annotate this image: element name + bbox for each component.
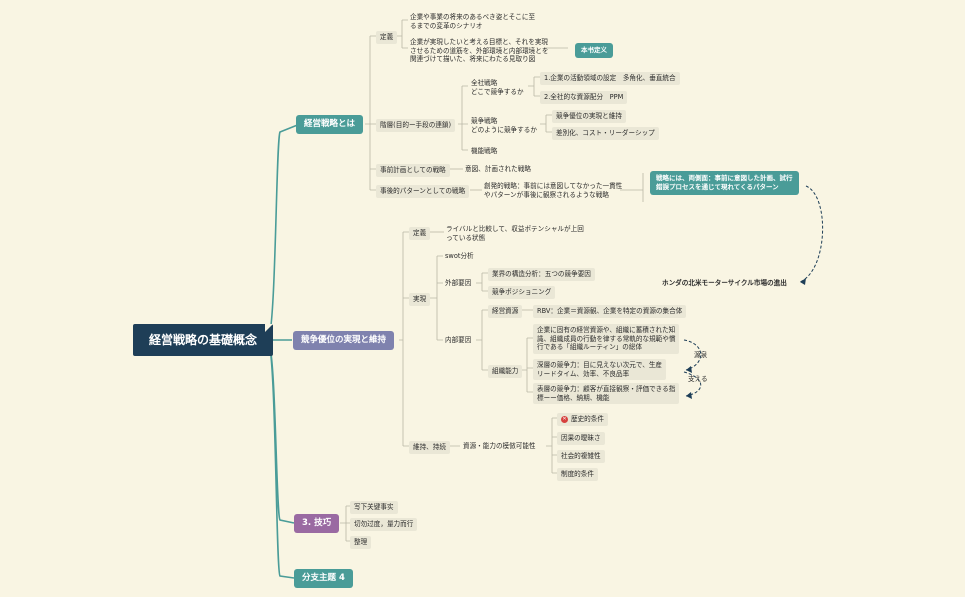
t1-corporate-2[interactable]: 2.全社的な資源配分 PPM (540, 91, 628, 104)
t2-internal-factors[interactable]: 内部要因 (445, 336, 472, 344)
t1-competitive-2[interactable]: 差別化、コスト・リーダーシップ (552, 127, 659, 140)
t2-condition-4[interactable]: 制度的条件 (557, 468, 598, 481)
t2-resources-1[interactable]: RBV：企業＝資源観、企業を特定の資源の集合体 (533, 305, 687, 318)
t2-external-2[interactable]: 競争ポジショニング (488, 286, 556, 299)
t2-condition-1[interactable]: ✕歴史的条件 (557, 413, 608, 426)
topic-techniques-title: 3. 技巧 (302, 518, 332, 528)
close-icon: ✕ (561, 415, 568, 423)
t2-capabilities-3[interactable]: 表層の競争力：顧客が直接観察・評価できる指 標ーー価格、納期、機能 (533, 383, 680, 405)
t1-hierarchy[interactable]: 階層(目的ー手段の連鎖) (376, 119, 456, 132)
t2-imitability[interactable]: 資源・能力の模倣可能性 (463, 442, 536, 450)
t2-condition-1-label: 歴史的条件 (571, 415, 604, 423)
t1-pattern-desc[interactable]: 創発的戦略：事前には意図してなかった一貫性 やパターンが事後に観察されるような戦… (484, 182, 623, 199)
t3-item-1[interactable]: 写下关键事实 (350, 501, 398, 514)
t1-planned-desc[interactable]: 意図、計画された戦略 (465, 165, 531, 173)
note-fold-icon (265, 324, 274, 332)
honda-example[interactable]: ホンダの北米モーターサイクル市場の進出 (662, 279, 787, 287)
topic-strategy[interactable]: 経営戦略とは (296, 115, 364, 134)
t2-capabilities[interactable]: 組織能力 (488, 365, 523, 378)
t2-definition[interactable]: 定義 (409, 227, 431, 240)
t2-external-factors[interactable]: 外部要因 (445, 279, 472, 287)
root-topic[interactable]: 経営戦略の基礎概念 (133, 324, 274, 356)
t2-realization[interactable]: 実現 (409, 293, 431, 306)
topic-competitive-advantage[interactable]: 競争優位の実現と維持 (293, 331, 395, 350)
callout-strategy-aspects[interactable]: 戦略には、両側面：事前に意図した計画、試行 錯誤プロセスを通じて現れてくるパター… (650, 171, 799, 195)
t3-item-3[interactable]: 整理 (350, 536, 372, 549)
topic-branch-4[interactable]: 分支主题 4 (294, 569, 353, 588)
t1-definition[interactable]: 定義 (376, 31, 398, 44)
t2-swot[interactable]: swot分析 (445, 252, 474, 260)
topic-competitive-advantage-title: 競争優位の実現と維持 (301, 335, 387, 345)
t1-competitive-strategy[interactable]: 競争戦略 どのように競争するか (471, 117, 537, 134)
callout-book-definition[interactable]: 本书定义 (575, 43, 613, 58)
t2-external-1[interactable]: 業界の構造分析：五つの競争要因 (488, 268, 595, 281)
relation-support-label: 支える (688, 375, 708, 383)
t1-definition-2[interactable]: 企業が実現したいと考える目標と、それを実現 させるための道筋を、外部環境と内部環… (410, 38, 549, 64)
topic-strategy-title: 経営戦略とは (304, 119, 356, 129)
topic-techniques[interactable]: 3. 技巧 (294, 514, 340, 533)
root-title: 経営戦略の基礎概念 (149, 333, 258, 347)
t2-condition-3[interactable]: 社会的複雑性 (557, 450, 605, 463)
t3-item-2[interactable]: 切勿过度，量力而行 (350, 518, 418, 531)
relation-source-label: 源泉 (694, 351, 708, 359)
t2-resources[interactable]: 経営資源 (488, 305, 523, 318)
t1-corporate-1[interactable]: 1.企業の活動領域の設定 多角化、垂直統合 (540, 72, 680, 85)
topic-branch-4-title: 分支主题 4 (302, 573, 345, 583)
t1-pattern-strategy[interactable]: 事後的パターンとしての戦略 (376, 185, 470, 198)
t1-competitive-1[interactable]: 競争優位の実現と維持 (552, 110, 626, 123)
t2-capabilities-1[interactable]: 企業に固有の経営資源や、組織に蓄積された知 識、組織成員の行動を律する常軌的な規… (533, 324, 680, 354)
t2-sustain[interactable]: 維持、持続 (409, 441, 450, 454)
t1-functional-strategy[interactable]: 機能戦略 (471, 147, 498, 155)
t2-capabilities-2[interactable]: 深層の競争力：目に見えない次元で、生産 リードタイム、効率、不良品率 (533, 359, 667, 381)
t1-planned-strategy[interactable]: 事前計画としての戦略 (376, 164, 450, 177)
t1-corporate-strategy[interactable]: 全社戦略 どこで競争するか (471, 79, 524, 96)
t2-condition-2[interactable]: 因果の曖昧さ (557, 432, 605, 445)
t1-definition-1[interactable]: 企業や事業の将来のあるべき姿とそこに至 るまでの変革のシナリオ (410, 13, 536, 30)
t2-definition-text[interactable]: ライバルと比較して、収益ポテンシャルが上回 っている状態 (446, 225, 584, 242)
